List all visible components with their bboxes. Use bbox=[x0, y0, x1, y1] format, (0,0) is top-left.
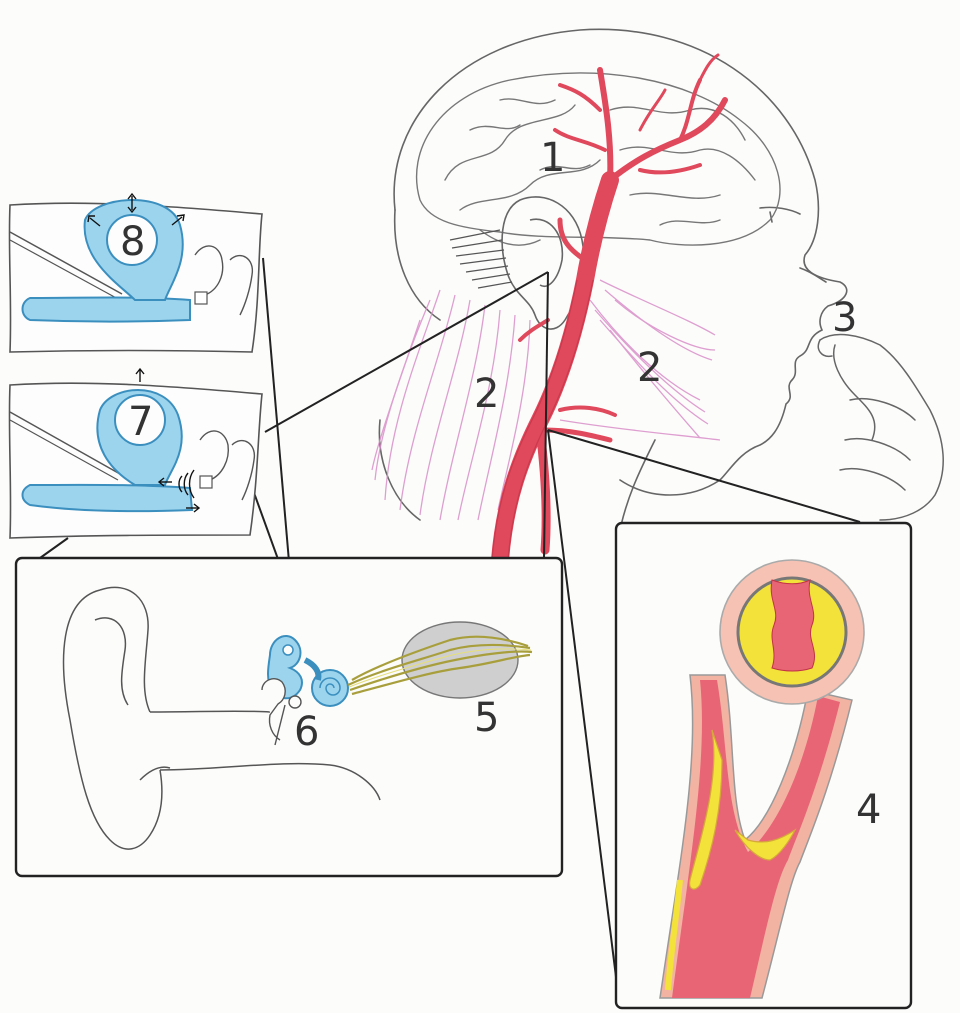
label-3-mouth-jaw: 3 bbox=[832, 298, 857, 338]
label-4-carotid-plaque: 4 bbox=[856, 790, 881, 830]
label-8-cochlea-high-pressure: 8 bbox=[120, 222, 145, 262]
hand-icon bbox=[818, 335, 943, 520]
label-7-cochlea-low-pressure: 7 bbox=[128, 402, 153, 442]
label-1-brain-vessels: 1 bbox=[540, 138, 565, 178]
artery-tree bbox=[500, 55, 725, 560]
carotid-cross-section bbox=[720, 560, 864, 704]
label-2-neck-muscle-left: 2 bbox=[474, 374, 499, 414]
label-2-neck-muscle-right: 2 bbox=[637, 348, 662, 388]
head-profile-icon bbox=[379, 29, 846, 540]
inset-cochlea-low-pressure bbox=[9, 369, 262, 538]
inset-cochlea-high-pressure bbox=[9, 194, 262, 352]
label-6-middle-ear: 6 bbox=[294, 712, 319, 752]
label-5-auditory-nerve: 5 bbox=[474, 698, 499, 738]
